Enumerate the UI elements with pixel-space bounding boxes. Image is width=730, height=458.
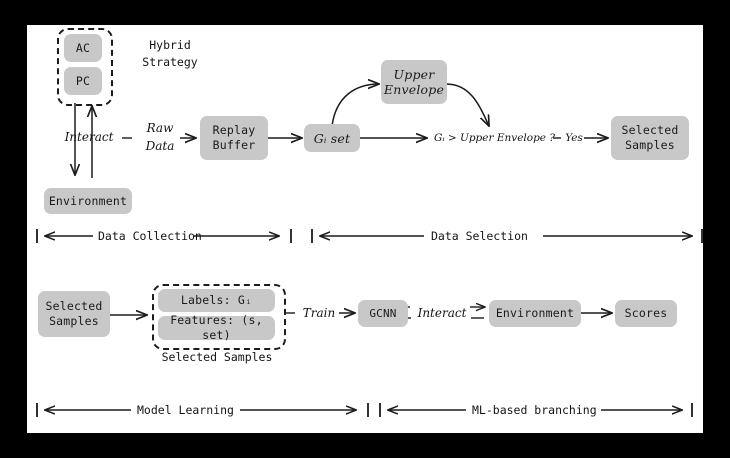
arrow-interact-right bbox=[470, 307, 485, 319]
node-environment-top[interactable]: Environment bbox=[44, 188, 132, 214]
node-pc[interactable]: PC bbox=[64, 67, 102, 95]
diagram-canvas bbox=[27, 25, 703, 433]
hybrid-strategy-group bbox=[57, 28, 113, 106]
condition-label: Gᵢ > Upper Envelope ? bbox=[434, 132, 555, 144]
upper-envelope-line2: Envelope bbox=[383, 82, 445, 97]
node-selected-samples-bottom[interactable]: Selected Samples bbox=[38, 291, 110, 337]
node-environment-bottom[interactable]: Environment bbox=[489, 300, 581, 327]
replay-buffer-line2: Buffer bbox=[212, 138, 256, 152]
phase-label-data-selection: Data Selection bbox=[431, 229, 528, 243]
node-scores[interactable]: Scores bbox=[615, 300, 677, 327]
hybrid-strategy-caption-line2: Strategy bbox=[142, 55, 198, 69]
hybrid-strategy-caption-line1: Hybrid bbox=[149, 38, 191, 52]
arrow-upperenvelope-to-condition bbox=[445, 83, 489, 126]
node-gi-set[interactable]: Gᵢ set bbox=[304, 124, 360, 152]
yes-label: Yes bbox=[565, 132, 583, 144]
phase-bar-data-selection bbox=[311, 229, 703, 243]
interact-label-top: Interact bbox=[64, 130, 114, 144]
phase-bar-model-learning bbox=[36, 403, 369, 417]
training-set-caption: Selected Samples bbox=[161, 350, 273, 364]
training-set-group bbox=[152, 284, 286, 350]
selected-samples-top-line1: Selected bbox=[621, 123, 679, 137]
phase-bar-ml-branching bbox=[379, 403, 693, 417]
selected-samples-bottom-line1: Selected bbox=[45, 299, 103, 313]
node-gcnn[interactable]: GCNN bbox=[358, 300, 408, 327]
node-upper-envelope[interactable]: Upper Envelope bbox=[381, 60, 447, 104]
node-selected-samples-top[interactable]: Selected Samples bbox=[611, 116, 689, 160]
phase-label-model-learning: Model Learning bbox=[137, 403, 234, 417]
raw-data-label-line1: Raw bbox=[146, 121, 174, 135]
phase-label-data-collection: Data Collection bbox=[98, 229, 202, 243]
node-ac[interactable]: AC bbox=[64, 34, 102, 62]
phase-bar-data-collection bbox=[36, 229, 292, 243]
row-features[interactable]: Features: (s, set) bbox=[158, 313, 275, 342]
selected-samples-top-line2: Samples bbox=[625, 138, 675, 152]
selected-samples-bottom-line2: Samples bbox=[49, 314, 99, 328]
row-labels[interactable]: Labels: Gᵢ bbox=[158, 289, 275, 312]
arrow-giset-to-upperenvelope bbox=[331, 84, 379, 127]
phase-label-ml-branching: ML-based branching bbox=[472, 403, 597, 417]
train-label: Train bbox=[302, 306, 336, 320]
upper-envelope-line1: Upper bbox=[393, 67, 435, 82]
node-replay-buffer[interactable]: Replay Buffer bbox=[200, 116, 268, 160]
replay-buffer-line1: Replay bbox=[212, 123, 256, 137]
raw-data-label-line2: Data bbox=[145, 139, 175, 153]
interact-label-bottom: Interact bbox=[417, 306, 467, 320]
